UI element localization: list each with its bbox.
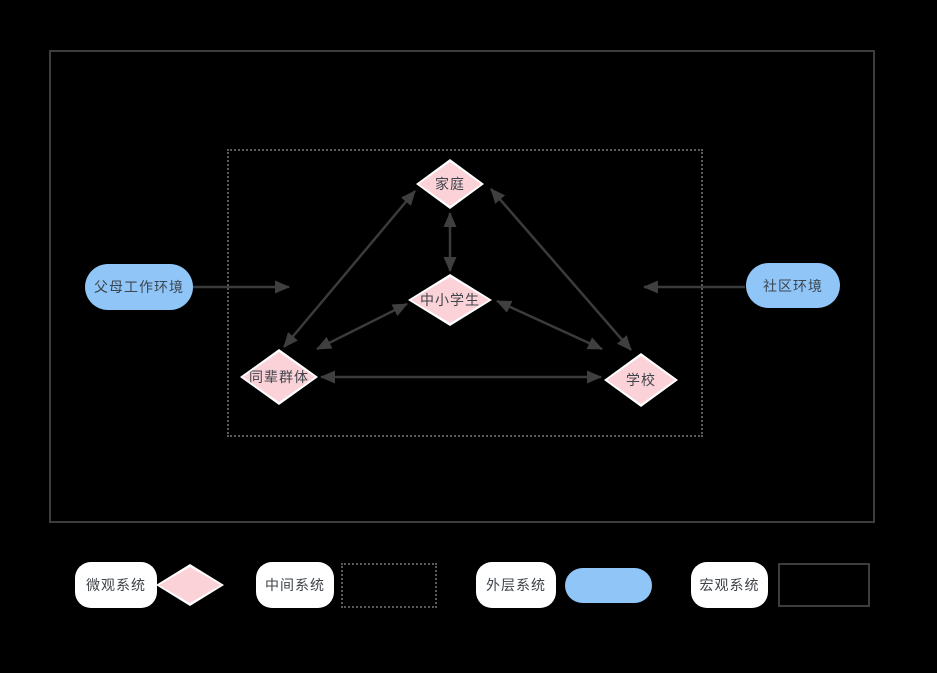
legend-label-meso: 中间系统 [256,562,334,608]
node-peers-label: 同辈群体 [249,369,309,385]
edge-student-school [496,299,603,351]
legend-label-exo: 外层系统 [476,562,556,608]
legend-label-macro: 宏观系统 [691,562,768,608]
node-family-label: 家庭 [435,176,465,192]
legend-label-micro-text: 微观系统 [86,577,146,593]
node-parent-work-env-label: 父母工作环境 [94,279,184,295]
legend-swatch-exo-pill [565,568,652,603]
edge-student-peers [316,302,408,351]
legend-swatch-macro-rect [778,563,870,607]
legend-label-micro: 微观系统 [75,562,157,608]
node-community-env-label: 社区环境 [763,277,823,294]
legend-label-macro-text: 宏观系统 [699,577,760,593]
legend-label-meso-text: 中间系统 [265,577,325,593]
node-school-label: 学校 [626,372,656,388]
node-community-env: 社区环境 [746,263,840,308]
legend-label-exo-text: 外层系统 [486,577,546,593]
meso-system-boundary [227,149,703,437]
edge-family-peers [283,190,416,348]
node-parent-work-env: 父母工作环境 [85,264,193,310]
legend-swatch-meso-dotted-rect [341,563,437,608]
node-student-label: 中小学生 [420,292,480,308]
macro-system-boundary [49,50,875,523]
edge-family-school [490,188,632,351]
